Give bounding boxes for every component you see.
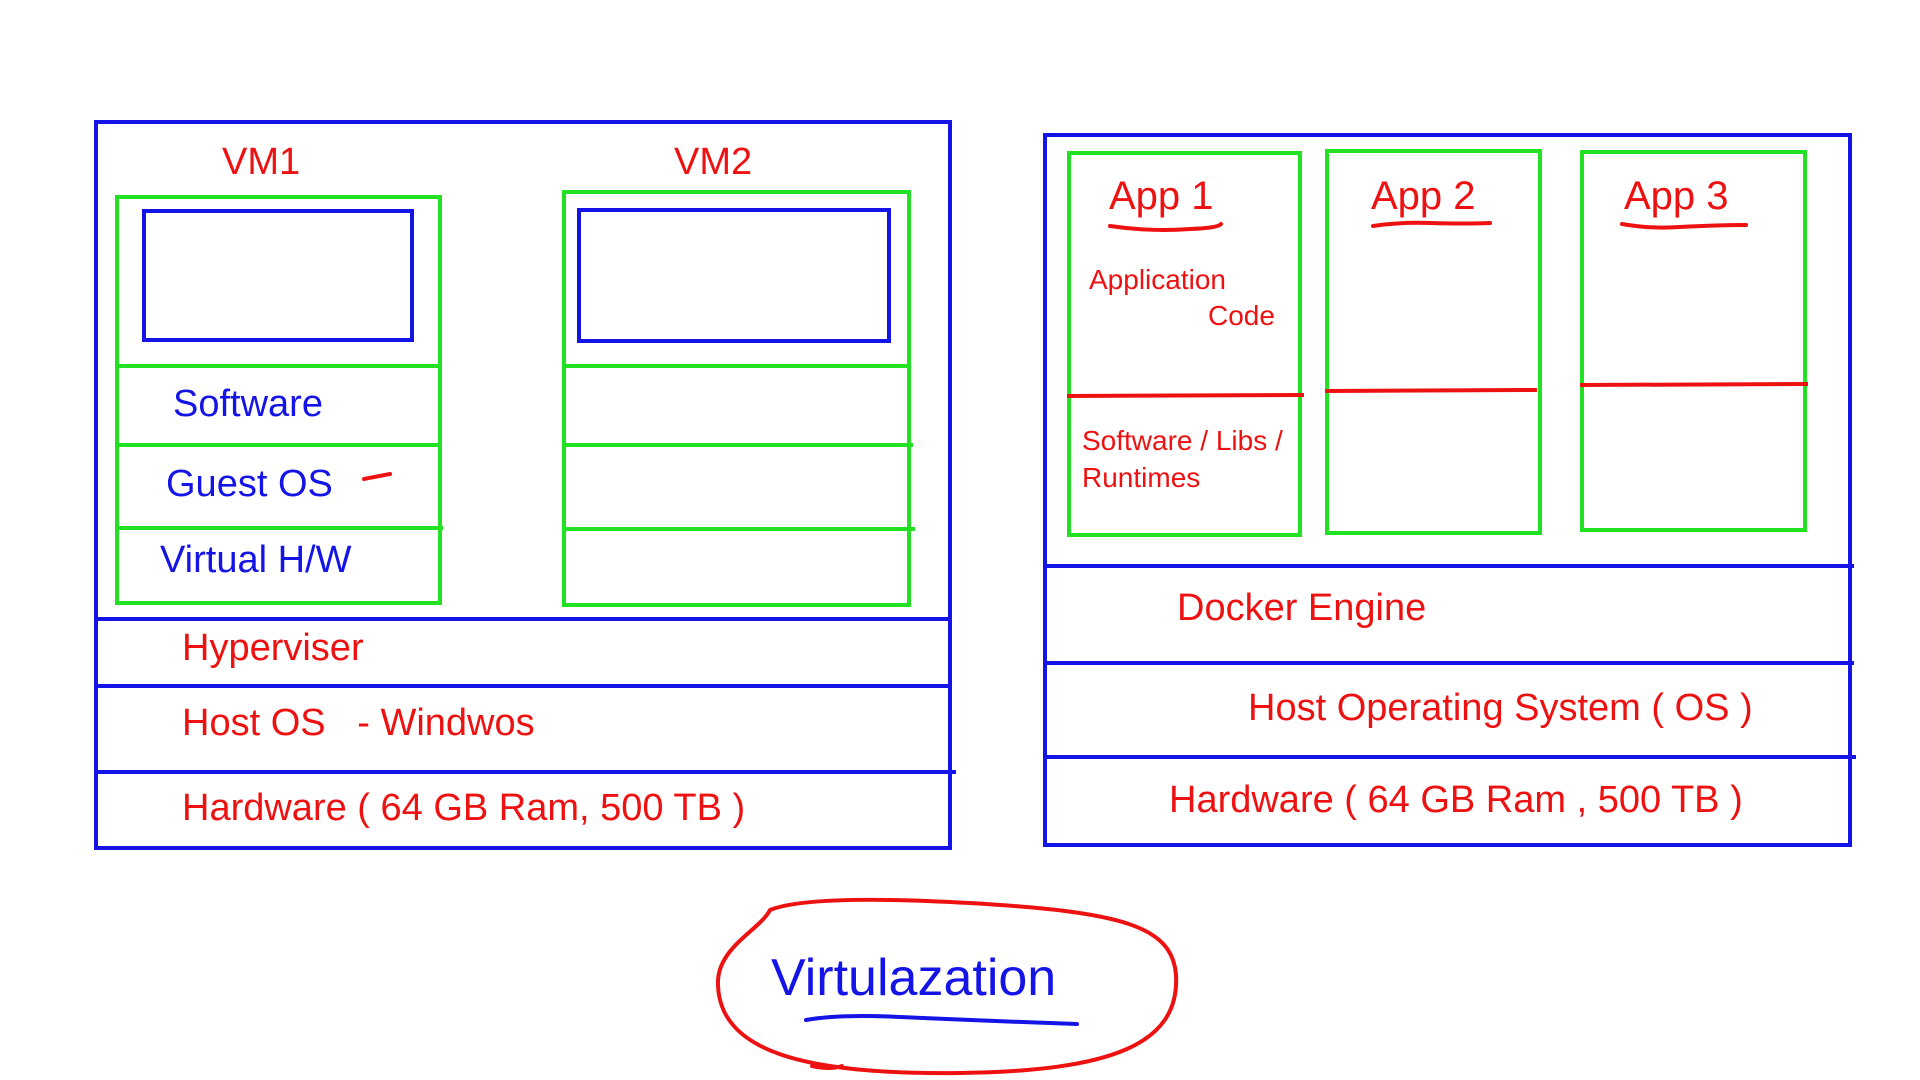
caption-text: Virtulazation: [771, 949, 1056, 1007]
app3-underline: [1620, 222, 1748, 230]
vm1-virtual-hw-label: Virtual H/W: [160, 539, 352, 581]
app2-underline: [1371, 220, 1492, 228]
vm-architecture: VM1 Software Guest OS Virtual H/W VM2 Hy…: [94, 120, 956, 850]
vm1-guest-os-label: Guest OS: [166, 463, 333, 505]
caption-underline: [804, 1014, 1079, 1026]
vm1: VM1 Software Guest OS Virtual H/W: [115, 141, 443, 605]
vm2-box: [562, 190, 911, 607]
app1-code-line2: Code: [1208, 300, 1275, 331]
container-outer-frame: [1043, 133, 1852, 847]
app1-code-line1: Application: [1089, 264, 1226, 295]
app2-title: App 2: [1371, 174, 1476, 218]
vm2-app-box: [577, 208, 891, 343]
vm-host-os-label: Host OS - Windwos: [182, 702, 535, 744]
vm2-title: VM2: [674, 141, 752, 183]
container-host-os-label: Host Operating System ( OS ): [1248, 687, 1753, 729]
container-architecture: App 1 Application Code Software / Libs /…: [1043, 133, 1856, 847]
hypervisor-label: Hyperviser: [182, 627, 364, 669]
app1-underline: [1108, 222, 1223, 232]
app3-divider: [1579, 382, 1809, 387]
vm1-title: VM1: [222, 141, 300, 183]
vm1-software-label: Software: [173, 383, 323, 425]
app1-divider: [1066, 393, 1305, 398]
app1-title: App 1: [1109, 174, 1214, 218]
vm1-app-box: [142, 209, 414, 342]
app2-box: [1325, 149, 1542, 535]
vm-hardware-label: Hardware ( 64 GB Ram, 500 TB ): [182, 787, 745, 829]
app1-container: App 1 Application Code Software / Libs /…: [1066, 151, 1305, 537]
docker-engine-label: Docker Engine: [1177, 587, 1426, 629]
app1-libs-line1: Software / Libs /: [1082, 425, 1283, 456]
caption: Virtulazation: [715, 897, 1179, 1076]
app3-title: App 3: [1624, 174, 1729, 218]
container-hardware-label: Hardware ( 64 GB Ram , 500 TB ): [1169, 779, 1743, 821]
vm-outer-frame: [94, 120, 952, 850]
vm1-box: [115, 195, 442, 605]
app3-box: [1580, 150, 1807, 532]
app1-libs-line2: Runtimes: [1082, 462, 1200, 493]
app1-box: [1067, 151, 1302, 537]
red-dash-mark: [362, 472, 392, 481]
app3-container: App 3: [1579, 150, 1809, 532]
app2-divider: [1324, 388, 1538, 393]
vm2: VM2: [562, 141, 915, 607]
caption-circle: [715, 897, 1179, 1076]
app2-container: App 2: [1324, 149, 1542, 535]
